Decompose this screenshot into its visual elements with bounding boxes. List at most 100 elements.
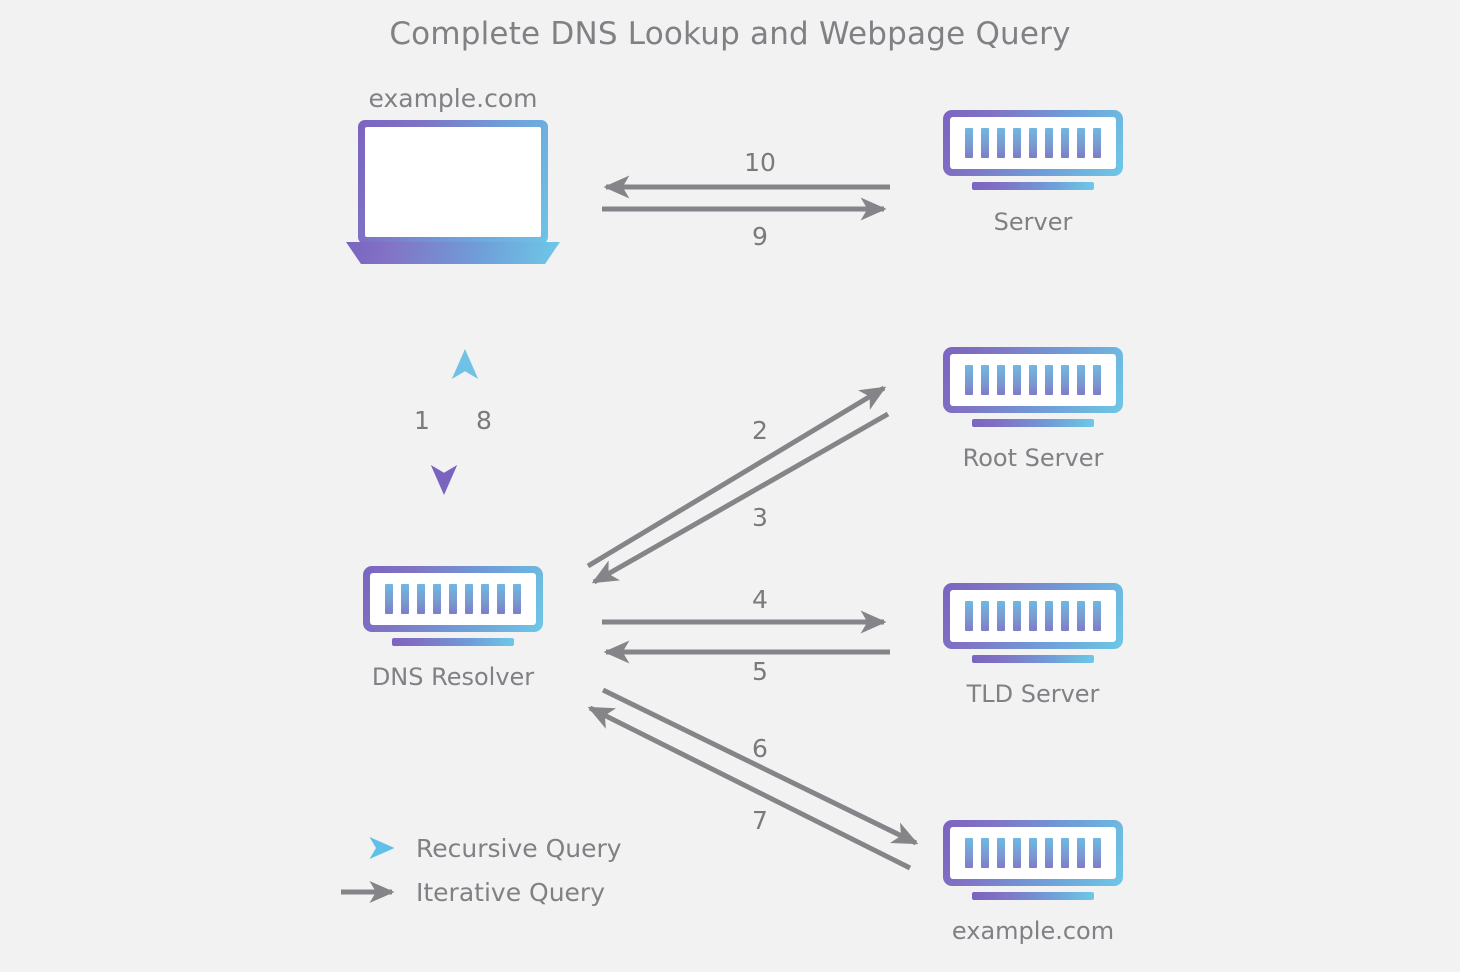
server-bar bbox=[1029, 838, 1037, 868]
server-box bbox=[943, 110, 1123, 176]
root-server-label-text: Root Server bbox=[962, 444, 1104, 472]
dns-resolver-icon bbox=[363, 566, 543, 646]
server-bar bbox=[1077, 128, 1085, 158]
arrow-step-2 bbox=[586, 385, 887, 569]
server-bar bbox=[1029, 365, 1037, 395]
server-bar bbox=[997, 601, 1005, 631]
tld-server-label: TLD Server bbox=[913, 680, 1153, 708]
legend-label-recursive: Recursive Query bbox=[416, 833, 622, 863]
server-bar bbox=[481, 584, 489, 614]
server-underline bbox=[392, 638, 514, 646]
server-bar bbox=[1013, 128, 1021, 158]
server-box bbox=[943, 347, 1123, 413]
server-bar bbox=[1013, 365, 1021, 395]
server-bar bbox=[1093, 838, 1101, 868]
server-bar bbox=[1077, 838, 1085, 868]
tld-server-label-text: TLD Server bbox=[966, 680, 1100, 708]
server-underline bbox=[972, 655, 1094, 663]
server-slots bbox=[950, 354, 1116, 406]
server-bar bbox=[433, 584, 441, 614]
server-bar bbox=[1045, 601, 1053, 631]
server-bar bbox=[1061, 365, 1069, 395]
dns-resolver-label: DNS Resolver bbox=[333, 663, 573, 691]
server-bar bbox=[1093, 601, 1101, 631]
dns-resolver-label-text: DNS Resolver bbox=[371, 663, 535, 691]
server-slots bbox=[950, 827, 1116, 879]
server-bar bbox=[1093, 128, 1101, 158]
server-bar bbox=[1093, 365, 1101, 395]
server-bar bbox=[981, 838, 989, 868]
server-bar bbox=[1061, 838, 1069, 868]
legend: Recursive Query Iterative Query bbox=[340, 826, 670, 914]
server-bar bbox=[965, 365, 973, 395]
step-label-1: 1 bbox=[414, 406, 430, 435]
authoritative-server-icon bbox=[943, 820, 1123, 900]
laptop-icon bbox=[346, 120, 560, 266]
server-bar bbox=[401, 584, 409, 614]
tld-server-icon bbox=[943, 583, 1123, 663]
server-bar bbox=[449, 584, 457, 614]
server-bar bbox=[1077, 601, 1085, 631]
laptop-screen-bezel bbox=[358, 120, 548, 244]
root-server-label: Root Server bbox=[913, 444, 1153, 472]
web-server-label: Server bbox=[913, 208, 1153, 236]
arrow-step-3 bbox=[591, 411, 890, 585]
server-bar bbox=[981, 601, 989, 631]
web-server-icon bbox=[943, 110, 1123, 190]
server-bar bbox=[1061, 601, 1069, 631]
server-bar bbox=[965, 128, 973, 158]
step-label-2: 2 bbox=[752, 416, 768, 445]
step-label-7: 7 bbox=[752, 806, 768, 835]
step-label-5: 5 bbox=[752, 657, 768, 686]
server-box bbox=[943, 583, 1123, 649]
client-label: example.com bbox=[346, 84, 560, 113]
server-slots bbox=[370, 573, 536, 625]
server-bar bbox=[997, 838, 1005, 868]
server-bar bbox=[997, 365, 1005, 395]
server-underline bbox=[972, 892, 1094, 900]
step-label-3: 3 bbox=[752, 503, 768, 532]
server-bar bbox=[417, 584, 425, 614]
server-bar bbox=[497, 584, 505, 614]
web-server-label-text: Server bbox=[993, 208, 1073, 236]
server-bar bbox=[965, 838, 973, 868]
server-bar bbox=[1077, 365, 1085, 395]
legend-item-iterative: Iterative Query bbox=[340, 870, 670, 914]
legend-label-iterative: Iterative Query bbox=[416, 877, 606, 907]
server-bar bbox=[513, 584, 521, 614]
step-label-4: 4 bbox=[752, 585, 768, 614]
server-bar bbox=[465, 584, 473, 614]
server-bar bbox=[997, 128, 1005, 158]
server-bar bbox=[1045, 365, 1053, 395]
page-title: Complete DNS Lookup and Webpage Query bbox=[389, 16, 1071, 52]
gray-arrow-icon bbox=[340, 881, 402, 903]
server-box bbox=[363, 566, 543, 632]
server-bar bbox=[1029, 128, 1037, 158]
server-bar bbox=[1061, 128, 1069, 158]
server-bar bbox=[965, 601, 973, 631]
server-bar bbox=[1013, 838, 1021, 868]
authoritative-server-label-text: example.com bbox=[951, 917, 1115, 945]
server-underline bbox=[972, 182, 1094, 190]
arrow-step-6 bbox=[601, 687, 919, 846]
server-bar bbox=[385, 584, 393, 614]
laptop-screen bbox=[365, 127, 541, 237]
server-bar bbox=[1045, 838, 1053, 868]
server-bar bbox=[981, 128, 989, 158]
root-server-icon bbox=[943, 347, 1123, 427]
server-bar bbox=[1045, 128, 1053, 158]
client-label-text: example.com bbox=[368, 84, 538, 113]
server-bar bbox=[981, 365, 989, 395]
step-label-8: 8 bbox=[476, 406, 492, 435]
server-underline bbox=[972, 419, 1094, 427]
step-label-9: 9 bbox=[752, 222, 768, 251]
authoritative-server-label: example.com bbox=[913, 917, 1153, 945]
legend-item-recursive: Recursive Query bbox=[340, 826, 670, 870]
server-bar bbox=[1013, 601, 1021, 631]
server-bar bbox=[1029, 601, 1037, 631]
server-box bbox=[943, 820, 1123, 886]
server-slots bbox=[950, 117, 1116, 169]
arrow-step-7 bbox=[587, 705, 912, 871]
step-label-10: 10 bbox=[744, 148, 776, 177]
